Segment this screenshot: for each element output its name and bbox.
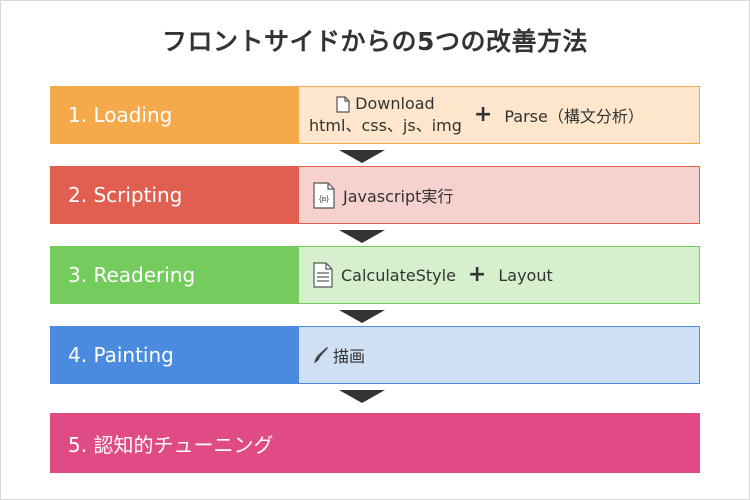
- plus-sign: +: [473, 102, 493, 127]
- step-scripting-detail: {js} Javascript実行: [299, 167, 699, 223]
- step-scripting-label: 2. Scripting: [51, 167, 299, 223]
- layout-text: Layout: [498, 265, 553, 285]
- text-document-icon: [313, 262, 333, 288]
- arrow-down-icon: [339, 310, 385, 323]
- step-painting-label: 4. Painting: [51, 327, 299, 383]
- step-rendering-detail: CalculateStyle + Layout: [299, 247, 699, 303]
- js-icon-text: {js}: [319, 196, 329, 203]
- painting-text: 描画: [333, 347, 366, 366]
- paintbrush-icon: [313, 346, 329, 364]
- step-painting-detail: 描画: [299, 327, 699, 383]
- arrow-down-icon: [339, 230, 385, 243]
- download-group: Download html、css、js、img: [309, 93, 462, 137]
- step-scripting: 2. Scripting {js} Javascript実行: [50, 166, 700, 224]
- js-file-icon: {js}: [313, 181, 335, 209]
- plus-sign: +: [467, 262, 487, 287]
- document-icon: [336, 95, 350, 113]
- download-text: Download: [355, 94, 435, 113]
- calculate-style-text: CalculateStyle: [341, 265, 456, 285]
- javascript-text: Javascript実行: [343, 187, 454, 206]
- step-loading: 1. Loading Download html、css、js、img + Pa…: [50, 86, 700, 144]
- step-cognitive-tuning-label: 5. 認知的チューニング: [51, 414, 699, 472]
- step-loading-label: 1. Loading: [51, 87, 299, 143]
- step-loading-detail: Download html、css、js、img + Parse（構文分析）: [299, 87, 699, 143]
- step-painting: 4. Painting 描画: [50, 326, 700, 384]
- download-files: html、css、js、img: [309, 116, 462, 135]
- diagram-title: フロントサイドからの5つの改善方法: [162, 27, 588, 56]
- arrow-down-icon: [339, 390, 385, 403]
- parse-text: Parse（構文分析）: [504, 107, 644, 126]
- arrow-down-icon: [339, 150, 385, 163]
- step-cognitive-tuning: 5. 認知的チューニング: [50, 413, 700, 473]
- step-rendering: 3. Readering CalculateStyle + Layout: [50, 246, 700, 304]
- step-rendering-label: 3. Readering: [51, 247, 299, 303]
